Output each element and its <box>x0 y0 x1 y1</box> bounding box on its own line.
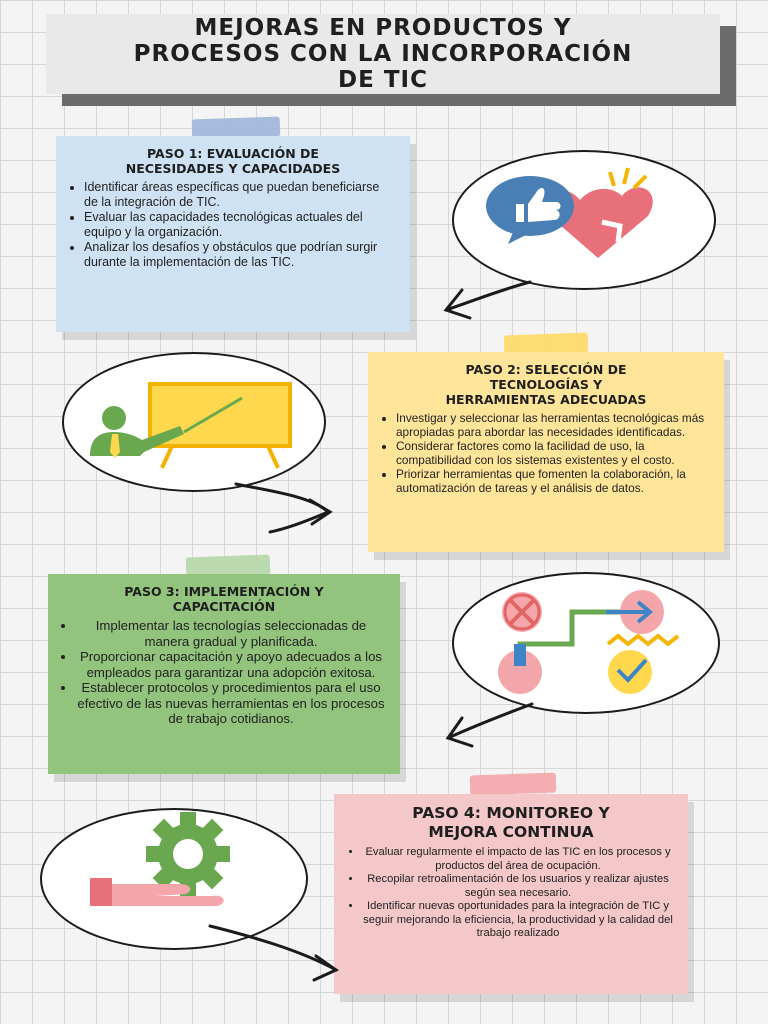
presentation-icon <box>90 382 292 469</box>
page-title: MEJORAS EN PRODUCTOS Y PROCESOS CON LA I… <box>133 15 633 93</box>
list-item: Evaluar regularmente el impacto de las T… <box>362 846 674 873</box>
step-3-illustration <box>452 572 720 714</box>
title-box: MEJORAS EN PRODUCTOS Y PROCESOS CON LA I… <box>46 14 720 94</box>
step-1-heading: PASO 1: EVALUACIÓN DE NECESIDADES Y CAPA… <box>125 146 341 176</box>
list-item: Evaluar las capacidades tecnológicas act… <box>84 210 396 240</box>
list-item: Recopilar retroalimentación de los usuar… <box>362 873 674 900</box>
strategy-path-icon <box>498 590 680 694</box>
step-3-list: Implementar las tecnologías seleccionada… <box>62 618 386 727</box>
step-3-heading: PASO 3: IMPLEMENTACIÓN Y CAPACITACIÓN <box>124 584 324 614</box>
list-item: Investigar y seleccionar las herramienta… <box>396 411 710 439</box>
step-4-card: PASO 4: MONITOREO Y MEJORA CONTINUA Eval… <box>334 794 688 994</box>
step-2-heading: PASO 2: SELECCIÓN DE TECNOLOGÍAS Y HERRA… <box>445 362 647 407</box>
step-4-heading: PASO 4: MONITOREO Y MEJORA CONTINUA <box>412 804 610 841</box>
step-1-list: Identificar áreas específicas que puedan… <box>70 180 396 270</box>
list-item: Establecer protocolos y procedimientos p… <box>76 680 386 727</box>
step-4-list: Evaluar regularmente el impacto de las T… <box>348 846 674 941</box>
step-2-list: Investigar y seleccionar las herramienta… <box>382 411 710 495</box>
list-item: Implementar las tecnologías seleccionada… <box>76 618 386 649</box>
gear-hand-icon <box>90 812 230 906</box>
list-item: Identificar áreas específicas que puedan… <box>84 180 396 210</box>
list-item: Priorizar herramientas que fomenten la c… <box>396 467 710 495</box>
like-heart-icon <box>486 167 653 258</box>
list-item: Identificar nuevas oportunidades para la… <box>362 900 674 941</box>
step-1-card: PASO 1: EVALUACIÓN DE NECESIDADES Y CAPA… <box>56 136 410 332</box>
list-item: Considerar factores como la facilidad de… <box>396 439 710 467</box>
list-item: Analizar los desafíos y obstáculos que p… <box>84 240 396 270</box>
list-item: Proporcionar capacitación y apoyo adecua… <box>76 649 386 680</box>
step-3-card: PASO 3: IMPLEMENTACIÓN Y CAPACITACIÓN Im… <box>48 574 400 774</box>
step-2-card: PASO 2: SELECCIÓN DE TECNOLOGÍAS Y HERRA… <box>368 352 724 552</box>
